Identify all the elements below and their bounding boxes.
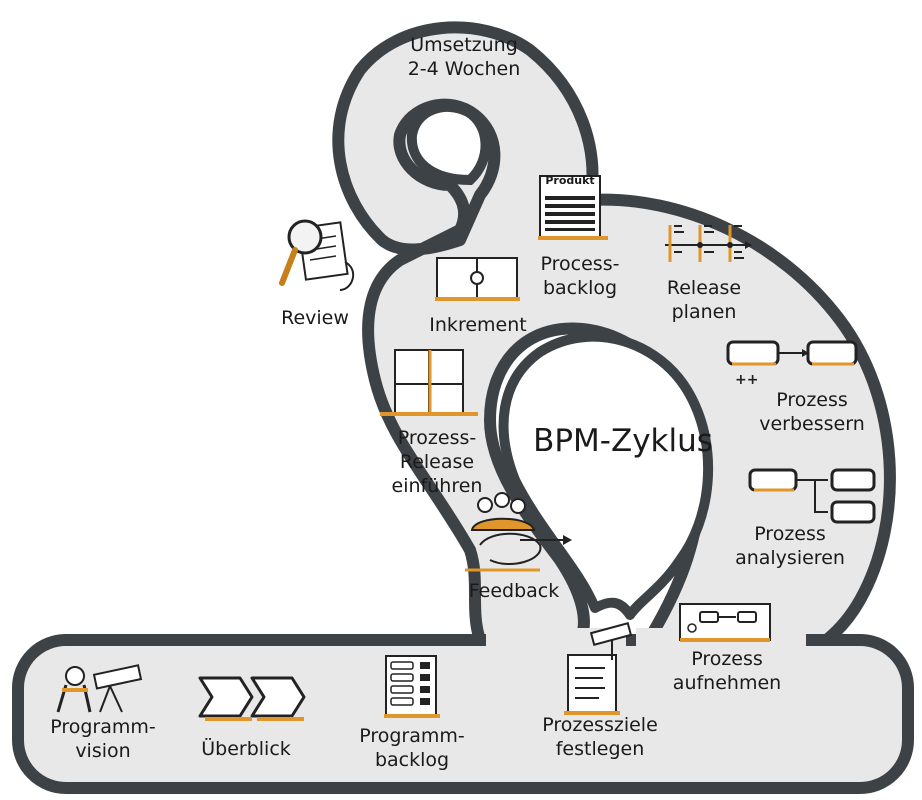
review-label: Review [281, 307, 349, 329]
prozess-verbessern-line1: Prozess [776, 389, 848, 411]
process-backlog-line1: Process- [540, 253, 620, 275]
release-plan-icon [665, 225, 752, 262]
feedback-label: Feedback [468, 580, 560, 602]
prozess-release-line2: Release [399, 451, 475, 473]
top-cycle-line2: 2-4 Wochen [407, 58, 521, 80]
programm-vision-line1: Programm- [50, 716, 156, 738]
programm-backlog-label: Programm- backlog [359, 724, 465, 772]
prozessziele-line1: Prozessziele [542, 714, 658, 736]
programm-backlog-line2: backlog [374, 749, 450, 771]
program-backlog-icon [384, 655, 440, 718]
vision-telescope-icon [56, 664, 143, 713]
prozess-analysieren-line1: Prozess [754, 523, 826, 545]
svg-text:++: ++ [735, 372, 758, 388]
programm-vision-label: Programm- vision [50, 715, 156, 763]
page-title: BPM-Zyklus [533, 423, 713, 459]
process-backlog-line2: backlog [542, 277, 618, 299]
release-planen-line1: Release [666, 277, 742, 299]
process-analyze-icon [748, 468, 876, 524]
overview-chevrons-icon [198, 676, 306, 721]
feedback-icon [465, 492, 572, 572]
programm-vision-line2: vision [75, 740, 131, 762]
top-cycle-label: Umsetzung 2-4 Wochen [408, 33, 521, 81]
release-planen-line2: planen [671, 301, 737, 323]
release-planen-label: Release planen [667, 276, 741, 324]
inkrement-label: Inkrement [429, 314, 527, 336]
programm-backlog-line1: Programm- [359, 725, 465, 747]
prozessziele-label: Prozessziele festlegen [542, 713, 658, 761]
prozess-aufnehmen-label: Prozess aufnehmen [673, 647, 781, 695]
process-backlog-label: Process- backlog [541, 252, 620, 300]
process-capture-icon [679, 603, 771, 642]
ueberblick-label: Überblick [201, 738, 291, 760]
prozess-aufnehmen-line2: aufnehmen [672, 672, 782, 694]
prozess-verbessern-label: Prozess verbessern [759, 388, 865, 436]
prozess-aufnehmen-line1: Prozess [691, 648, 763, 670]
top-cycle-line1: Umsetzung [410, 34, 518, 56]
process-improve-icon: ++ [726, 340, 858, 388]
prozess-analysieren-label: Prozess analysieren [735, 522, 845, 570]
puzzle-release-icon [380, 349, 478, 416]
prozess-verbessern-line2: verbessern [759, 413, 865, 435]
prozess-analysieren-line2: analysieren [735, 547, 845, 569]
prozess-release-line3: einführen [391, 475, 483, 497]
prozess-release-line1: Prozess- [397, 427, 477, 449]
prozess-release-label: Prozess- Release einführen [392, 426, 483, 498]
top-loop-hole [406, 101, 491, 186]
puzzle-increment-icon [435, 257, 520, 301]
produkt-icon-text: Produkt [545, 174, 595, 187]
produkt-document-icon [538, 175, 608, 240]
prozessziele-line2: festlegen [555, 738, 645, 760]
review-icon [279, 219, 355, 291]
main-cycle-hole [498, 331, 714, 620]
goals-telescope-icon [564, 622, 633, 715]
